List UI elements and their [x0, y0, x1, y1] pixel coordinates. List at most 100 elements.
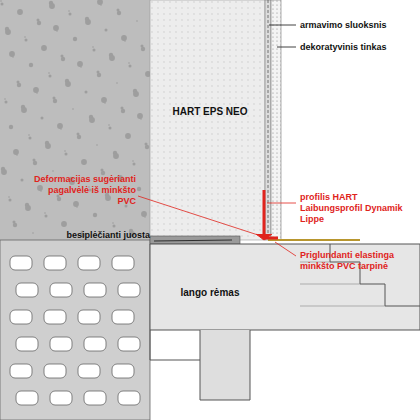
insulation [150, 0, 265, 240]
mesh [268, 0, 269, 236]
brick-hole [84, 337, 106, 351]
texture [133, 91, 139, 97]
texture [29, 137, 32, 140]
texture [13, 149, 19, 155]
texture [121, 109, 125, 113]
texture [21, 107, 27, 113]
reinforcement-layer [265, 0, 271, 240]
texture [8, 196, 10, 198]
texture [112, 222, 114, 224]
texture [0, 0, 2, 2]
texture [40, 190, 42, 192]
texture [57, 123, 63, 129]
brick-hole [50, 337, 72, 351]
texture [9, 51, 15, 57]
texture [13, 223, 17, 227]
brick-hole [118, 337, 140, 351]
texture [77, 135, 81, 139]
brick-hole [50, 391, 72, 405]
frame-lower [200, 330, 250, 400]
texture [141, 211, 147, 217]
texture [121, 35, 127, 41]
texture [97, 0, 103, 5]
texture [41, 45, 47, 51]
texture [141, 47, 145, 51]
texture [104, 102, 106, 104]
label: dekoratyvinis tinkas [300, 42, 418, 53]
gasket [268, 239, 360, 241]
pvc-cushion [256, 234, 272, 240]
texture [109, 127, 112, 130]
texture [56, 30, 58, 32]
texture [93, 213, 97, 217]
texture [48, 72, 50, 74]
texture [9, 199, 12, 202]
texture [69, 13, 72, 16]
texture [93, 49, 96, 52]
texture [65, 153, 68, 156]
texture [97, 73, 101, 77]
expansion-tape [150, 236, 240, 244]
texture [41, 117, 44, 120]
label: profilis HART Laibungsprofil Dynamik Lip… [300, 192, 416, 225]
texture [61, 221, 67, 227]
texture [9, 125, 13, 129]
label: lango rėmas [160, 287, 260, 298]
texture [33, 87, 39, 93]
texture [45, 143, 51, 149]
texture [137, 113, 143, 119]
brick-hole [44, 310, 66, 324]
texture [133, 163, 136, 166]
texture [17, 9, 23, 15]
brick-hole [78, 364, 100, 378]
texture [37, 21, 41, 25]
brick-hole [84, 283, 106, 297]
texture [25, 39, 28, 42]
brick-hole [118, 391, 140, 405]
profile [264, 190, 278, 238]
leader-lines [154, 25, 296, 241]
texture [32, 232, 34, 234]
brick-hole [10, 310, 32, 324]
texture [49, 3, 55, 9]
texture [28, 134, 30, 136]
texture [1, 169, 7, 175]
texture [12, 56, 14, 58]
label: armavimo sluoksnis [300, 20, 418, 31]
texture [53, 99, 57, 103]
texture [136, 20, 138, 22]
texture [68, 10, 70, 12]
texture [140, 118, 142, 120]
texture [5, 101, 8, 104]
texture [21, 179, 24, 182]
brick-hole [44, 364, 66, 378]
texture [53, 25, 59, 31]
texture [145, 145, 149, 149]
texture [109, 55, 115, 61]
plaster [271, 0, 281, 240]
brick-hole [118, 283, 140, 297]
texture [64, 150, 66, 152]
texture [100, 4, 102, 6]
texture [89, 117, 95, 123]
texture [4, 98, 6, 100]
texture [96, 144, 98, 146]
brick-hole [16, 283, 38, 297]
texture [1, 3, 4, 6]
brick-hole [112, 256, 134, 270]
brick-hole [78, 310, 100, 324]
texture [125, 133, 131, 139]
texture [108, 124, 110, 126]
texture [49, 75, 52, 78]
texture [144, 216, 146, 218]
texture [24, 36, 26, 38]
texture [105, 29, 108, 32]
texture [16, 154, 18, 156]
label: Priglundanti elastinga minkšto PVC tarpi… [300, 250, 416, 272]
texture [129, 65, 132, 68]
texture [17, 83, 21, 87]
brick-hole [112, 364, 134, 378]
label: besiplėčianti juosta [40, 230, 150, 241]
brick-hole [16, 391, 38, 405]
brick-hole [10, 256, 32, 270]
